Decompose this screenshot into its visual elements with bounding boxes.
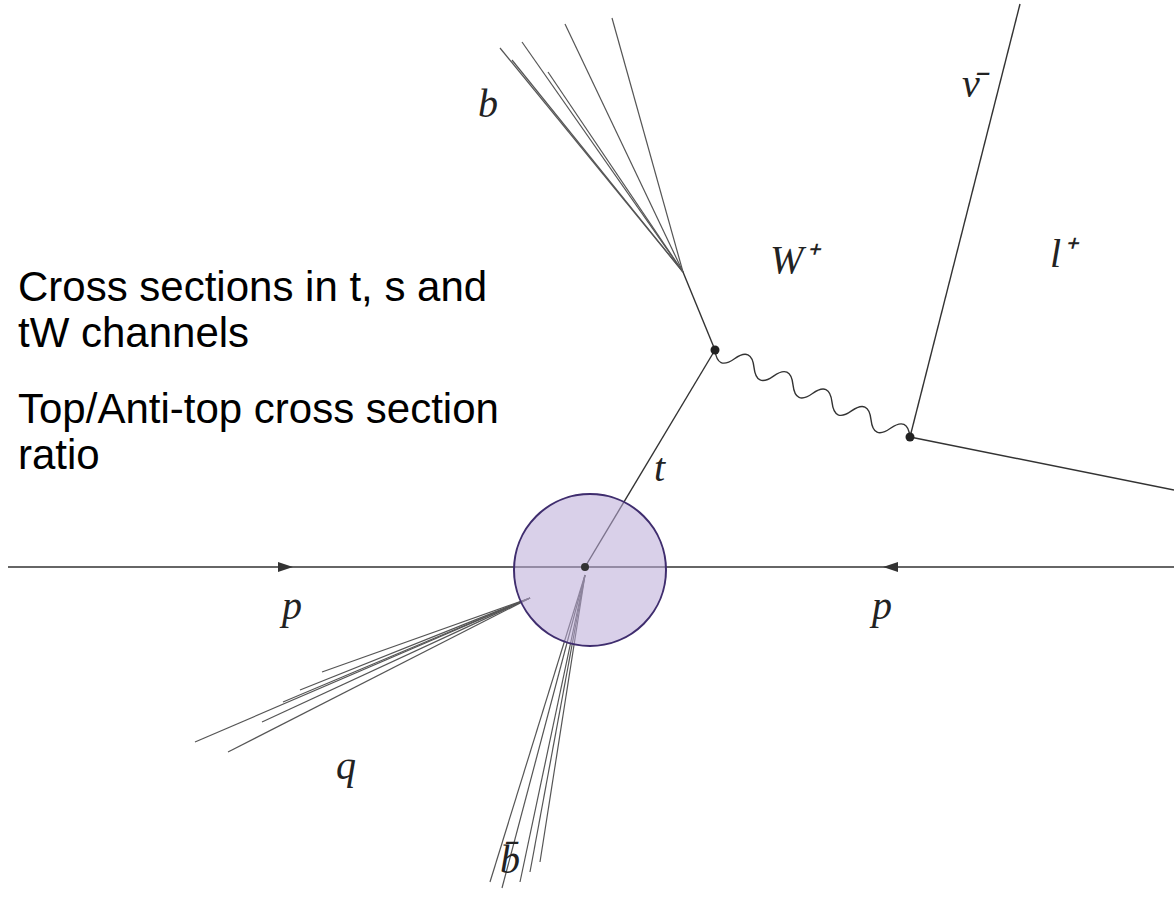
particle-label: p [282, 584, 302, 628]
particle-label: l⁺ [1050, 232, 1075, 276]
q-jet [195, 598, 530, 752]
interaction-circle [514, 494, 666, 646]
b-line [683, 272, 715, 350]
b-jet [500, 18, 683, 272]
lepton-line [910, 437, 1174, 490]
particle-label: p [872, 584, 892, 628]
vertex-dot [581, 563, 589, 571]
vertex-dot [711, 346, 720, 355]
neutrino-line [910, 4, 1020, 437]
particle-label: b̄ [500, 838, 520, 882]
particle-label: b [478, 82, 498, 126]
particle-label: W⁺ [770, 238, 817, 282]
arrow-head [883, 562, 898, 572]
note-text: Cross sections in t, s and tW channels [18, 264, 508, 356]
w-boson-wave [715, 350, 910, 437]
particle-label: t [654, 446, 665, 490]
arrow-head [278, 562, 293, 572]
particle-label: ν̄ [962, 62, 980, 106]
vertex-dot [906, 433, 915, 442]
particle-label: q [336, 744, 356, 788]
note-text: Top/Anti-top cross section ratio [18, 386, 508, 478]
